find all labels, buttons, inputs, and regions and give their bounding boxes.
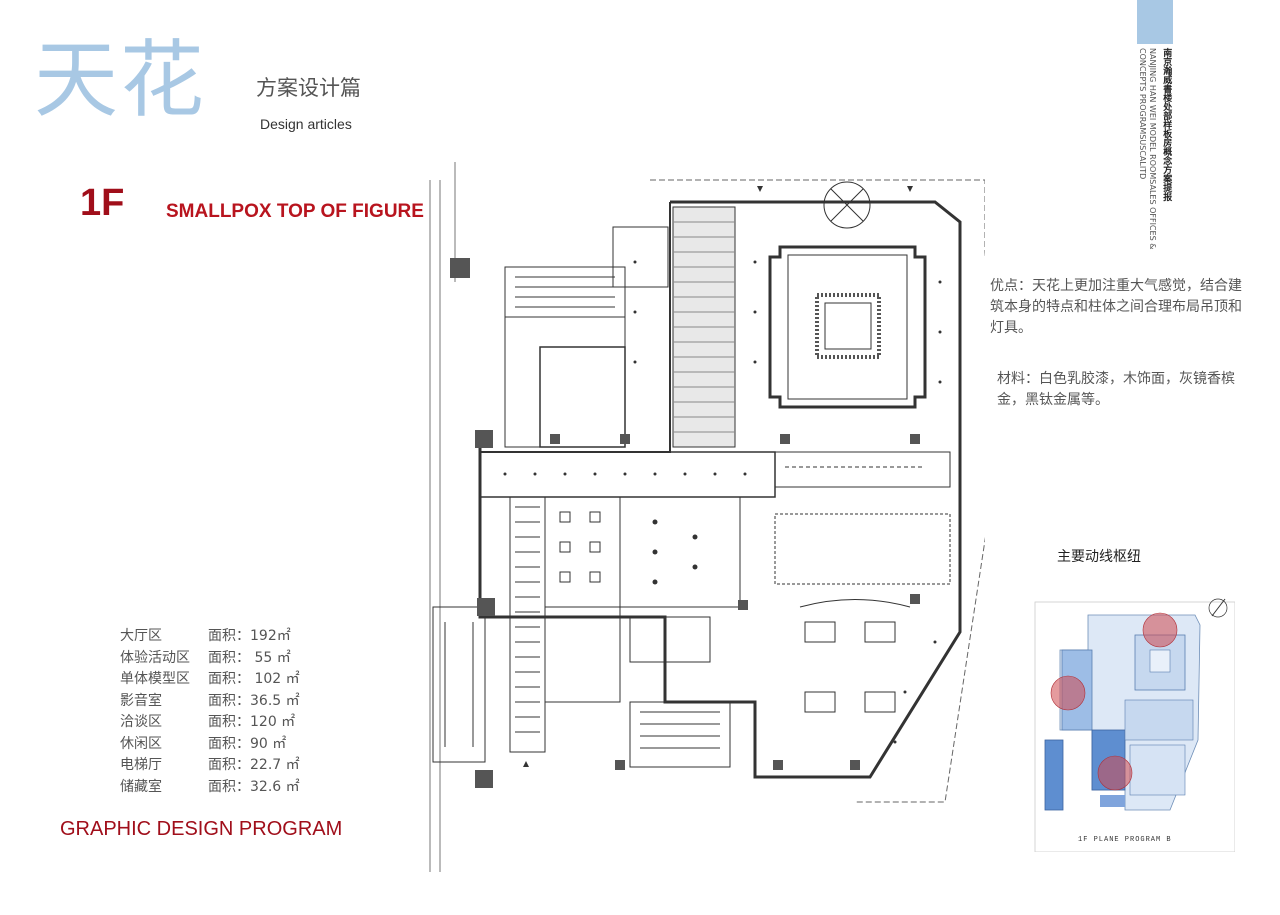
- area-value: 面积：120 ㎡: [208, 714, 296, 730]
- mini-plan-caption: 1F PLANE PROGRAM B: [1078, 836, 1172, 844]
- side-project-title-en-2: CONCEPTS PROGRAMSUSCALITD: [1138, 48, 1147, 180]
- area-value: 面积： 102 ㎡: [208, 671, 300, 687]
- area-name: 单体模型区: [120, 671, 190, 687]
- side-project-title-en-1: NANJING HAN WEI MODEL ROOMSALES OFFICES …: [1148, 48, 1157, 250]
- ceiling-plan-drawing: [429, 162, 985, 872]
- area-name: 洽谈区: [120, 714, 162, 730]
- area-name: 储藏室: [120, 778, 162, 795]
- area-value: 面积：192㎡: [208, 628, 291, 644]
- page-title: 天花: [34, 31, 207, 129]
- side-project-title-cn: 南京瀚威書楼处部样板房概念方案提报: [1161, 48, 1172, 201]
- area-name: 电梯厅: [120, 757, 162, 773]
- area-value: 面积：22.7 ㎡: [208, 757, 300, 773]
- page-subtitle-en: Design articles: [260, 116, 352, 132]
- side-color-band: [1137, 0, 1173, 44]
- section-title: SMALLPOX TOP OF FIGURE: [166, 201, 424, 222]
- area-name: 影音室: [120, 692, 162, 709]
- area-value: 面积： 55 ㎡: [208, 649, 291, 666]
- area-name: 休闲区: [120, 735, 162, 752]
- circulation-hub-mini-plan: [1034, 598, 1235, 852]
- area-name: 体验活动区: [120, 649, 190, 666]
- area-name: 大厅区: [120, 628, 162, 644]
- materials-text: 材料：白色乳胶漆，木饰面，灰镜香槟金，黑钛金属等。: [997, 371, 1235, 408]
- hub-label: 主要动线枢纽: [1057, 549, 1141, 565]
- area-value: 面积：36.5 ㎡: [208, 692, 300, 709]
- advantages-text: 优点：天花上更加注重大气感觉，结合建筑本身的特点和柱体之间合理布局吊顶和灯具。: [990, 278, 1242, 336]
- footer-title: GRAPHIC DESIGN PROGRAM: [60, 818, 343, 840]
- floor-label: 1F: [80, 182, 125, 224]
- area-value: 面积：90 ㎡: [208, 735, 287, 752]
- page-subtitle-cn: 方案设计篇: [256, 76, 361, 100]
- area-value: 面积：32.6 ㎡: [208, 778, 300, 795]
